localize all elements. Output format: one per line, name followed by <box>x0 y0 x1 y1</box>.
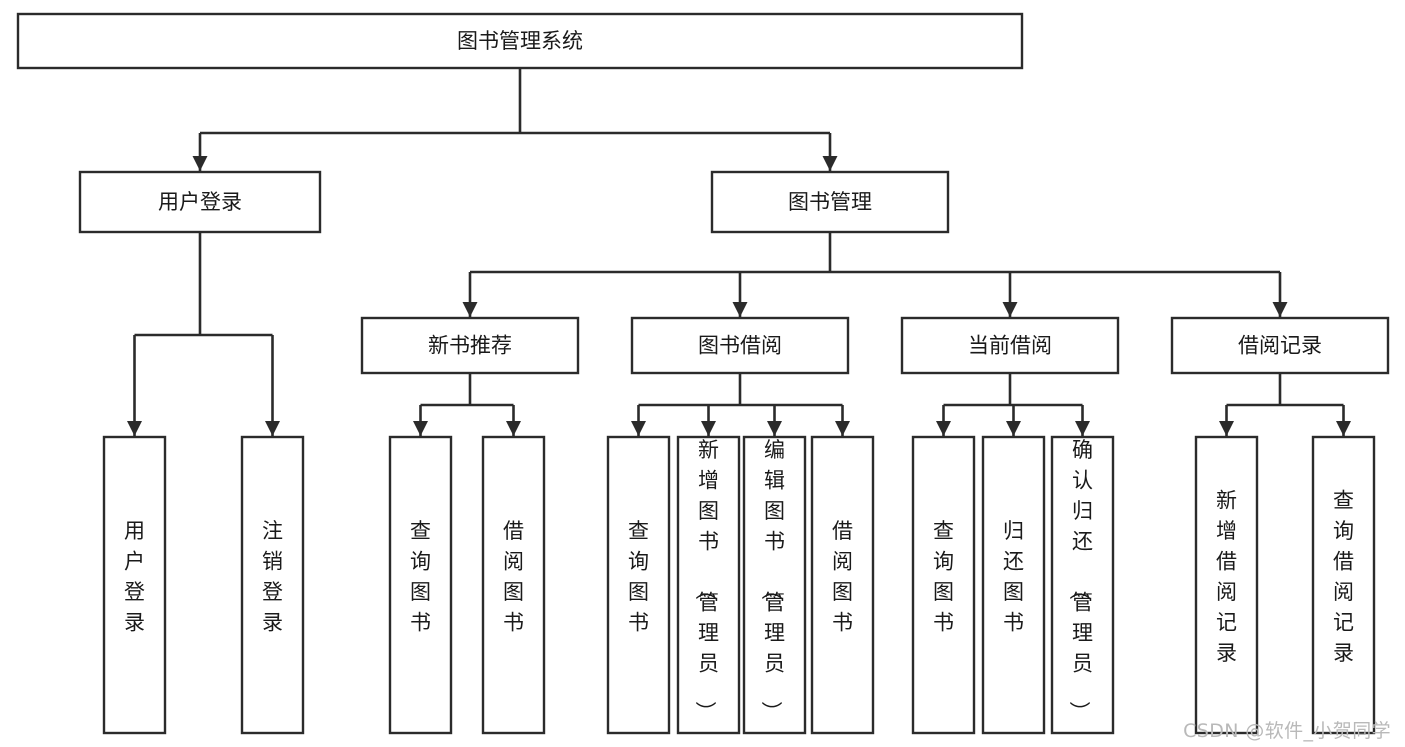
arrow-head-icon <box>265 421 280 436</box>
arrow-head-icon <box>1336 421 1351 436</box>
arrow-head-icon <box>1219 421 1234 436</box>
node-query-borrowing-record[interactable]: 查询借阅记录 <box>1311 435 1376 735</box>
arrow-head-icon <box>1075 421 1090 436</box>
node-borrow-book[interactable]: 借阅图书 <box>481 435 546 735</box>
node-box <box>606 435 671 735</box>
node-box <box>360 316 580 375</box>
node-label: 借阅图书 <box>503 519 524 635</box>
node-box <box>16 12 1024 70</box>
node-label: 确认归还（管理员） <box>1067 438 1093 722</box>
node-borrowing-record[interactable]: 借阅记录 <box>1170 316 1390 375</box>
arrow-head-icon <box>631 421 646 436</box>
edge-group-book-borrowing <box>631 373 850 436</box>
arrow-head-icon <box>1002 302 1018 317</box>
edge-group-borrowing-record <box>1219 373 1351 436</box>
node-label: 注销登录 <box>262 519 283 635</box>
node-edit-book-admin[interactable]: 编辑图书（管理员） <box>742 435 807 735</box>
node-box <box>981 435 1046 735</box>
node-label: 新增借阅记录 <box>1216 489 1237 666</box>
node-user-login[interactable]: 用户登录 <box>78 170 322 234</box>
node-logout[interactable]: 注销登录 <box>240 435 305 735</box>
node-box <box>676 435 741 735</box>
node-borrow-book[interactable]: 借阅图书 <box>810 435 875 735</box>
connector-layer <box>127 68 1351 436</box>
node-layer: 图书管理系统用户登录图书管理新书推荐图书借阅当前借阅借阅记录用户登录注销登录查询… <box>16 12 1390 735</box>
node-box <box>710 170 950 234</box>
node-box <box>102 435 167 735</box>
node-label: 查询图书 <box>628 519 649 635</box>
arrow-head-icon <box>462 302 478 317</box>
node-new-book-recommendation[interactable]: 新书推荐 <box>360 316 580 375</box>
node-box <box>630 316 850 375</box>
node-label: 图书管理系统 <box>457 29 583 53</box>
arrow-head-icon <box>936 421 951 436</box>
node-label: 用户登录 <box>124 519 145 635</box>
node-query-book[interactable]: 查询图书 <box>911 435 976 735</box>
arrow-head-icon <box>822 156 838 171</box>
node-label: 查询借阅记录 <box>1333 489 1354 666</box>
arrow-head-icon <box>127 421 142 436</box>
edge-group-current-borrowing <box>936 373 1090 436</box>
node-box <box>1050 435 1115 735</box>
csdn-watermark: CSDN @软件_小贺同学 <box>1183 720 1391 742</box>
node-current-borrowing[interactable]: 当前借阅 <box>900 316 1120 375</box>
node-box <box>481 435 546 735</box>
node-label: 当前借阅 <box>968 334 1052 358</box>
node-label: 图书管理 <box>788 190 872 214</box>
node-label: 借阅图书 <box>832 519 853 635</box>
node-query-book[interactable]: 查询图书 <box>388 435 453 735</box>
arrow-head-icon <box>732 302 748 317</box>
node-label: 查询图书 <box>410 519 431 635</box>
node-label: 编辑图书（管理员） <box>759 438 785 722</box>
node-book-management[interactable]: 图书管理 <box>710 170 950 234</box>
edge-group-user-login <box>127 232 280 436</box>
node-box <box>1311 435 1376 735</box>
edge-group-book-management <box>462 232 1288 317</box>
node-label: 新书推荐 <box>428 334 512 358</box>
node-label: 借阅记录 <box>1238 334 1322 358</box>
node-confirm-return-admin[interactable]: 确认归还（管理员） <box>1050 435 1115 735</box>
arrow-head-icon <box>1006 421 1021 436</box>
node-add-book-admin[interactable]: 新增图书（管理员） <box>676 435 741 735</box>
arrow-head-icon <box>835 421 850 436</box>
node-box <box>78 170 322 234</box>
node-add-borrowing-record[interactable]: 新增借阅记录 <box>1194 435 1259 735</box>
node-box <box>1170 316 1390 375</box>
node-box <box>240 435 305 735</box>
edge-group-book-management-system <box>192 68 838 171</box>
node-box <box>388 435 453 735</box>
node-book-management-system[interactable]: 图书管理系统 <box>16 12 1024 70</box>
arrow-head-icon <box>192 156 208 171</box>
arrow-head-icon <box>1272 302 1288 317</box>
arrow-head-icon <box>506 421 521 436</box>
node-box <box>1194 435 1259 735</box>
node-box <box>911 435 976 735</box>
node-box <box>742 435 807 735</box>
node-box <box>900 316 1120 375</box>
node-label: 查询图书 <box>933 519 954 635</box>
node-query-book[interactable]: 查询图书 <box>606 435 671 735</box>
node-label: 新增图书（管理员） <box>693 438 719 722</box>
node-label: 图书借阅 <box>698 334 782 358</box>
node-box <box>810 435 875 735</box>
arrow-head-icon <box>701 421 716 436</box>
node-user-login[interactable]: 用户登录 <box>102 435 167 735</box>
node-book-borrowing[interactable]: 图书借阅 <box>630 316 850 375</box>
node-label: 用户登录 <box>158 190 242 214</box>
arrow-head-icon <box>767 421 782 436</box>
edge-group-new-book-recommendation <box>413 373 521 436</box>
node-label: 归还图书 <box>1003 519 1024 635</box>
arrow-head-icon <box>413 421 428 436</box>
node-return-book[interactable]: 归还图书 <box>981 435 1046 735</box>
